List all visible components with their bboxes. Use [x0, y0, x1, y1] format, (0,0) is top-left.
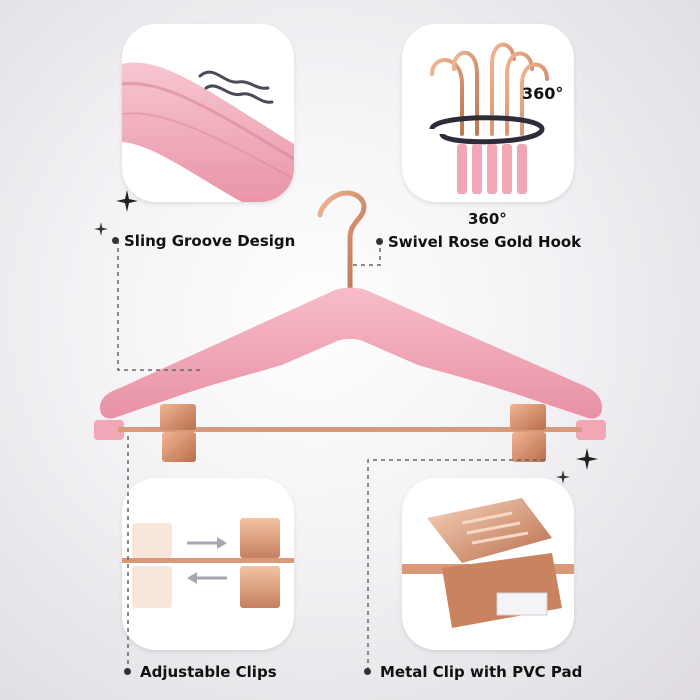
swivel-hooks-image	[429, 42, 549, 194]
rotation-badge: 360°	[522, 84, 564, 103]
metal-clip-image	[402, 498, 574, 628]
sparkle-icon	[94, 222, 108, 236]
metal-clip-panel	[402, 478, 574, 650]
swivel-hook-label: Swivel Rose Gold Hook	[388, 233, 582, 251]
sparkle-icon	[116, 190, 138, 212]
sling-groove-panel	[122, 24, 294, 202]
groove-closeup-image	[122, 62, 294, 202]
sparkle-icon	[556, 470, 570, 484]
swivel-hook-bullet	[376, 238, 383, 245]
metal-clip-label: Metal Clip with PVC Pad	[380, 663, 583, 681]
swivel-hook-panel: 360°	[402, 24, 574, 202]
sparkle-icon	[576, 448, 598, 470]
sling-groove-label: Sling Groove Design	[124, 232, 296, 250]
adjustable-clips-image	[122, 518, 294, 608]
metal-clip-bullet	[364, 668, 371, 675]
adjustable-clips-bullet	[124, 668, 131, 675]
swivel-hook-label-line1: 360°	[468, 210, 507, 228]
adjustable-clips-label: Adjustable Clips	[140, 663, 277, 681]
adjustable-clips-panel	[122, 478, 294, 650]
sling-groove-bullet	[112, 237, 119, 244]
